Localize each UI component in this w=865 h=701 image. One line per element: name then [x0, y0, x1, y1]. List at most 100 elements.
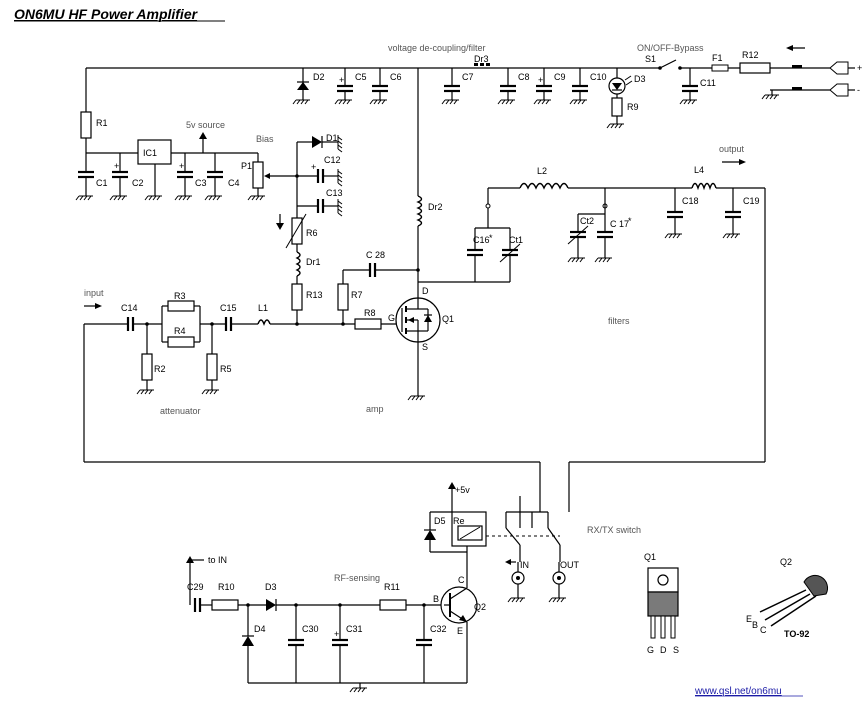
q2-label: Q2 [474, 602, 486, 612]
pkg-q2-pin-e: E [746, 614, 752, 624]
l2-label: L2 [537, 166, 547, 176]
rfsensing-label: RF-sensing [334, 573, 380, 583]
c29-label: C29 [187, 582, 204, 592]
toin-label: to IN [208, 555, 227, 565]
c16-star: * [489, 233, 493, 243]
arrow-down-icon [276, 214, 284, 230]
pkg-q1-pin-d: D [660, 645, 667, 655]
dr3-label: Dr3 [474, 54, 489, 64]
source5v-label: 5v source [186, 120, 225, 130]
pin-e: E [457, 626, 463, 636]
c2-label: C2 [132, 178, 144, 188]
decoupling-label: voltage de-coupling/filter [388, 43, 486, 53]
to92-label: TO-92 [784, 629, 809, 639]
c15-label: C15 [220, 303, 237, 313]
plus5v-label: +5v [455, 485, 470, 495]
c28-label: C 28 [366, 250, 385, 260]
r2-label: R2 [154, 364, 166, 374]
d1-label: D1 [326, 133, 338, 143]
dr3-choke [474, 63, 490, 66]
d2-label: D2 [313, 72, 325, 82]
c19-label: C19 [743, 196, 760, 206]
pin-c: C [458, 575, 465, 585]
r7-label: R7 [351, 290, 363, 300]
c7-label: C7 [462, 72, 474, 82]
onoff-label: ON/OFF-Bypass [637, 43, 704, 53]
page-title: ON6MU HF Power Amplifier [14, 6, 199, 22]
svg-text:+: + [339, 75, 344, 85]
pin-d: D [422, 286, 429, 296]
amp-label: amp [366, 404, 384, 414]
s1-label: S1 [645, 54, 656, 64]
r6-label: R6 [306, 228, 318, 238]
arrow-left-icon [505, 559, 516, 565]
r5-label: R5 [220, 364, 232, 374]
minus-terminal: - [857, 85, 860, 95]
c17-label: C 17 [610, 219, 629, 229]
c32-label: C32 [430, 624, 447, 634]
l4-label: L4 [694, 165, 704, 175]
r4-label: R4 [174, 326, 186, 336]
pin-b: B [433, 594, 439, 604]
p1-label: P1 [241, 161, 252, 171]
r13-label: R13 [306, 290, 323, 300]
c12-label: C12 [324, 155, 341, 165]
c10-label: C10 [590, 72, 607, 82]
svg-text:+: + [311, 162, 316, 172]
rxtx-label: RX/TX switch [587, 525, 641, 535]
led-rays-icon [624, 75, 633, 86]
f1-label: F1 [712, 53, 723, 63]
c18-label: C18 [682, 196, 699, 206]
c30-label: C30 [302, 624, 319, 634]
r9-label: R9 [627, 102, 639, 112]
plus-terminal: + [857, 63, 862, 73]
c13-label: C13 [326, 188, 343, 198]
arrow-right-icon [722, 159, 746, 165]
c3-label: C3 [195, 178, 207, 188]
pkg-q1-label: Q1 [644, 552, 656, 562]
q1-label: Q1 [442, 314, 454, 324]
svg-text:+: + [179, 161, 184, 171]
svg-text:+: + [114, 161, 119, 171]
filters-label: filters [608, 316, 630, 326]
pkg-q1-pin-s: S [673, 645, 679, 655]
l1-label: L1 [258, 303, 268, 313]
pin-g: G [388, 313, 395, 323]
c11-label: C11 [700, 78, 716, 88]
pkg-q2-pin-c: C [760, 625, 767, 635]
r3-label: R3 [174, 291, 186, 301]
out-terminal: OUT [560, 560, 580, 570]
c9-label: C9 [554, 72, 566, 82]
c14-label: C14 [121, 303, 138, 313]
r12-label: R12 [742, 50, 759, 60]
power-connector: + - [761, 61, 862, 100]
d4-label: D4 [254, 624, 266, 634]
d3-label: D3 [634, 74, 646, 84]
d5-label: D5 [434, 516, 446, 526]
output-label: output [719, 144, 745, 154]
ic1-label: IC1 [143, 148, 157, 158]
c4-label: C4 [228, 178, 240, 188]
svg-text:+: + [538, 75, 543, 85]
svg-text:+: + [334, 629, 339, 639]
c1-label: C1 [96, 178, 108, 188]
bias-label: Bias [256, 134, 274, 144]
ct2-label: Ct2 [580, 216, 594, 226]
pkg-q1-pin-g: G [647, 645, 654, 655]
r11-label: R11 [384, 582, 400, 592]
c16-label: C16 [473, 235, 490, 245]
c17-star: * [628, 216, 632, 226]
c8-label: C8 [518, 72, 530, 82]
ct1-label: Ct1 [509, 235, 523, 245]
re-label: Re [453, 516, 465, 526]
website-link[interactable]: www.qsl.net/on6mu [694, 686, 782, 697]
r10-label: R10 [218, 582, 235, 592]
pkg-q2-pin-b: B [752, 620, 758, 630]
r1-label: R1 [96, 118, 108, 128]
arrow-left-icon [786, 45, 805, 51]
dr1-label: Dr1 [306, 257, 321, 267]
d3b-label: D3 [265, 582, 277, 592]
input-label: input [84, 288, 104, 298]
dr2-label: Dr2 [428, 202, 443, 212]
